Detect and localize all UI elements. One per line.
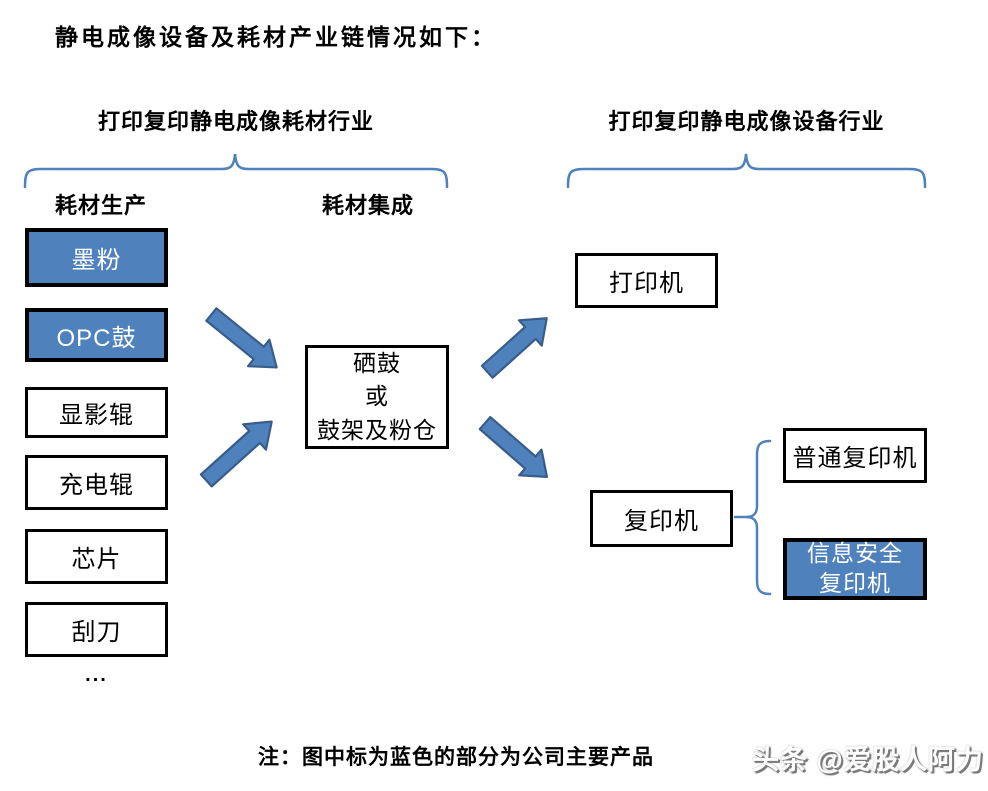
page-title: 静电成像设备及耗材产业链情况如下： xyxy=(55,25,497,50)
box-toner: 墨粉 xyxy=(25,228,168,287)
production-more-ellipsis: ... xyxy=(85,664,108,686)
box-chip: 芯片 xyxy=(25,529,168,584)
box-cartridge: 硒鼓 或 鼓架及粉仓 xyxy=(305,345,449,449)
secure-copier-line-2: 复印机 xyxy=(819,570,891,596)
box-blade: 刮刀 xyxy=(25,602,168,657)
section-header-consumables: 打印复印静电成像耗材行业 xyxy=(97,109,374,134)
arrow-integration-to-copier-icon xyxy=(478,415,549,478)
copier-branch-brace-icon xyxy=(745,439,772,596)
arrow-production-to-integration-top-icon xyxy=(205,307,278,369)
box-printer: 打印机 xyxy=(575,253,718,308)
bracket-equipment-icon xyxy=(566,153,927,189)
column-label-production: 耗材生产 xyxy=(55,193,148,218)
arrow-production-to-integration-bottom-icon xyxy=(199,420,273,488)
watermark: 头条 @爱股人阿力 xyxy=(752,745,984,775)
section-header-equipment: 打印复印静电成像设备行业 xyxy=(608,109,885,134)
column-label-integration: 耗材集成 xyxy=(322,193,415,218)
box-opc-drum: OPC鼓 xyxy=(25,308,168,362)
cartridge-line-1: 硒鼓 xyxy=(353,349,401,376)
secure-copier-line-1: 信息安全 xyxy=(807,540,903,567)
box-normal-copier: 普通复印机 xyxy=(783,428,927,483)
box-developer-roller: 显影辊 xyxy=(25,387,168,438)
box-copier: 复印机 xyxy=(590,490,733,547)
cartridge-line-2: 或 xyxy=(365,383,389,410)
arrow-integration-to-printer-icon xyxy=(480,317,548,379)
box-secure-copier: 信息安全 复印机 xyxy=(783,538,927,600)
footnote: 注：图中标为蓝色的部分为公司主要产品 xyxy=(258,745,654,769)
bracket-consumables-icon xyxy=(23,153,449,189)
cartridge-line-3: 鼓架及粉仓 xyxy=(317,416,437,443)
box-charge-roller: 充电辊 xyxy=(25,455,168,510)
